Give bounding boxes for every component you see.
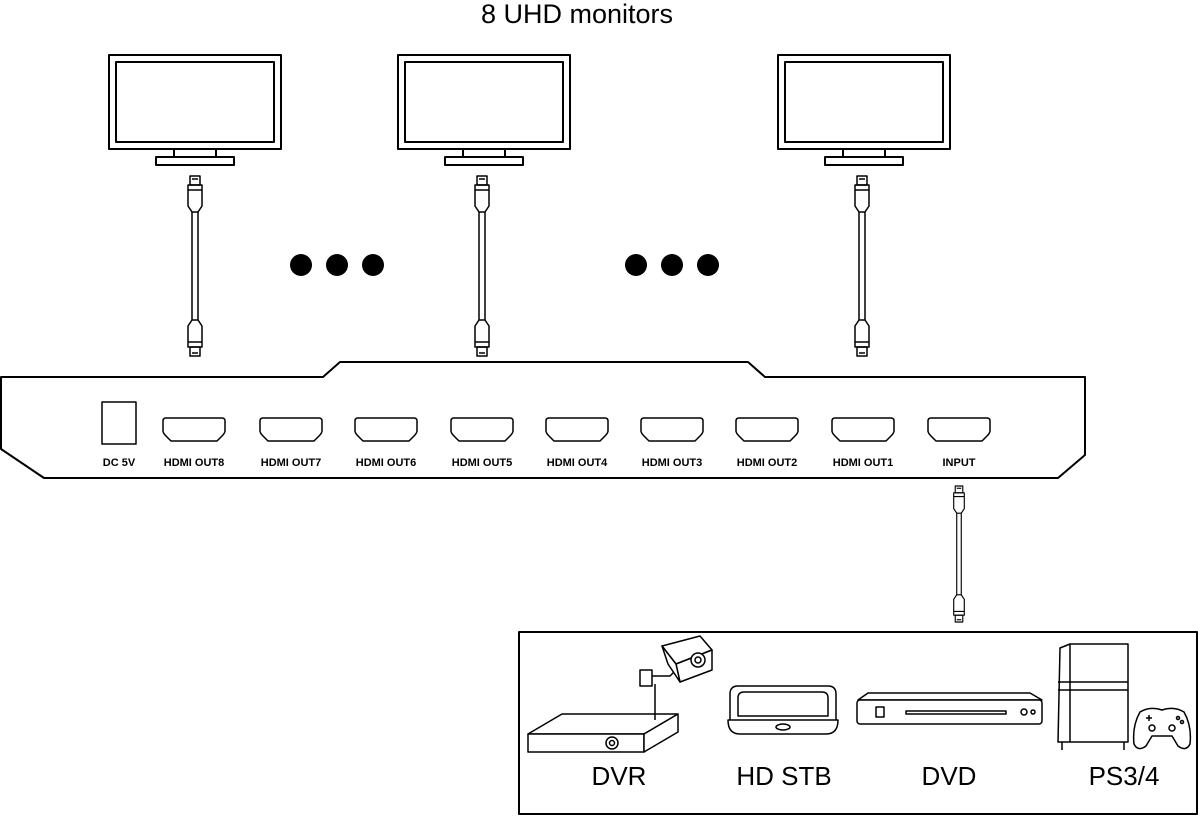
hdmi-out5-label: HDMI OUT5: [452, 457, 513, 469]
hdmi-out8-port: [162, 417, 226, 442]
source-label-dvr: DVR: [592, 761, 647, 791]
hdmi-cable-out1: [854, 175, 870, 357]
hdmi-out2-label: HDMI OUT2: [737, 457, 798, 469]
input-port: [927, 417, 991, 442]
dvr-with-camera-icon: [527, 635, 713, 753]
hdmi-out8-label: HDMI OUT8: [164, 457, 225, 469]
hdmi-out1-port: [831, 417, 895, 442]
hdmi-out7-label: HDMI OUT7: [261, 457, 322, 469]
hdmi-out4-label: HDMI OUT4: [547, 457, 608, 469]
dc-5v-port: [101, 401, 137, 445]
monitor-5: [397, 54, 571, 166]
source-label-hd-stb: HD STB: [736, 761, 831, 791]
hdmi-out4-port: [545, 417, 609, 442]
game-console-icon: [1057, 643, 1192, 750]
hdmi-out3-port: [640, 417, 704, 442]
source-label-dvd: DVD: [922, 761, 977, 791]
monitor-8: [108, 54, 282, 166]
input-label: INPUT: [943, 457, 976, 469]
hdmi-out3-label: HDMI OUT3: [642, 457, 703, 469]
hdmi-out2-port: [735, 417, 799, 442]
ellipsis-right: [625, 254, 719, 276]
hdmi-out6-port: [354, 417, 418, 442]
hdmi-out6-label: HDMI OUT6: [356, 457, 417, 469]
hdmi-cable-out8: [187, 175, 203, 357]
source-label-ps3-4: PS3/4: [1089, 761, 1160, 791]
monitor-1: [777, 54, 951, 166]
hdmi-cable-input: [952, 485, 966, 623]
dvd-player-icon: [856, 692, 1043, 725]
source-devices-panel: [518, 631, 1198, 815]
hdmi-out7-port: [259, 417, 323, 442]
dc-5v-label: DC 5V: [103, 457, 136, 469]
hdmi-out1-label: HDMI OUT1: [833, 457, 894, 469]
ellipsis-left: [290, 254, 384, 276]
set-top-box-icon: [727, 685, 839, 735]
diagram-title: 8 UHD monitors: [481, 0, 673, 29]
hdmi-out5-port: [450, 417, 514, 442]
hdmi-splitter: [0, 361, 1086, 479]
hdmi-cable-out5: [474, 175, 490, 357]
